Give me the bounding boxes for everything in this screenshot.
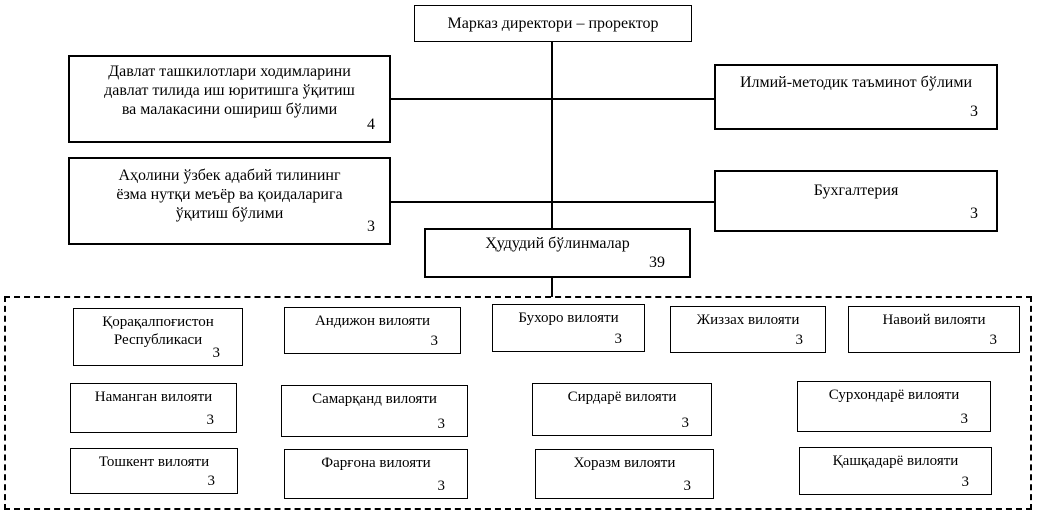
box-dept-scientific-methodical-count: 3 [970, 103, 978, 120]
box-region-navoi-label: Навоий вилояти [882, 312, 986, 328]
box-region-jizzakh: Жиззах вилояти 3 [670, 306, 826, 353]
box-region-karakalpakstan-line2: Республикаси [113, 332, 203, 348]
box-dept-accounting-label: Бухгалтерия [813, 182, 899, 199]
box-territorial-divisions-count: 39 [649, 254, 665, 271]
box-region-surkhandarya-label: Сурхондарё вилояти [828, 387, 960, 403]
box-region-kashkadarya-count: 3 [961, 474, 970, 490]
box-region-samarkand-label: Самарқанд вилояти [312, 391, 437, 407]
territorial-group-container [4, 296, 1032, 510]
box-region-bukhara-label: Бухоро вилояти [518, 310, 619, 326]
box-dept-literary-language-training-line3: ўқитиш бўлими [175, 205, 284, 222]
box-dept-state-org-training-line1: Давлат ташкилотлари ходимларини [108, 63, 351, 80]
box-dept-state-org-training-line2: давлат тилида иш юритишга ўқитиш [104, 82, 355, 99]
box-dept-literary-language-training-line2: ёзма нутқи меъёр ва қоидаларига [116, 186, 343, 203]
box-center-director: Марказ директори – проректор [414, 5, 692, 42]
box-region-tashkent: Тошкент вилояти 3 [70, 448, 238, 494]
box-dept-scientific-methodical-label: Илмий-методик таъминот бўлими [739, 74, 973, 91]
box-region-sirdarya: Сирдарё вилояти 3 [532, 383, 712, 436]
box-region-samarkand-count: 3 [437, 416, 446, 432]
box-region-navoi: Навоий вилояти 3 [848, 306, 1020, 353]
box-dept-state-org-training-line3: ва малакасини ошириш бўлими [121, 101, 338, 118]
box-region-surkhandarya-count: 3 [960, 411, 969, 427]
box-region-jizzakh-count: 3 [795, 332, 804, 348]
box-dept-literary-language-training: Аҳолини ўзбек адабий тилининг ёзма нутқи… [68, 157, 391, 245]
box-region-fergana: Фарғона вилояти 3 [284, 449, 468, 499]
box-region-andijan-label: Андижон вилояти [314, 313, 431, 329]
box-dept-literary-language-training-line1: Аҳолини ўзбек адабий тилининг [118, 167, 341, 184]
connector-row1-horizontal [391, 98, 714, 100]
connector-root-vertical [551, 42, 553, 228]
box-dept-accounting-count: 3 [970, 205, 978, 222]
box-region-bukhara: Бухоро вилояти 3 [492, 304, 645, 352]
box-region-namangan-label: Наманган вилояти [94, 389, 213, 405]
box-dept-state-org-training-count: 4 [367, 116, 375, 133]
box-region-namangan-count: 3 [206, 412, 215, 428]
box-dept-scientific-methodical: Илмий-методик таъминот бўлими 3 [714, 64, 998, 130]
box-region-kashkadarya-label: Қашқадарё вилояти [832, 453, 959, 469]
box-region-samarkand: Самарқанд вилояти 3 [281, 385, 468, 437]
box-region-kashkadarya: Қашқадарё вилояти 3 [799, 447, 992, 495]
connector-territorial-vertical [551, 278, 553, 297]
box-region-andijan: Андижон вилояти 3 [284, 307, 461, 354]
box-region-khorezm-count: 3 [683, 478, 692, 494]
box-region-fergana-label: Фарғона вилояти [321, 455, 431, 471]
box-dept-literary-language-training-count: 3 [367, 218, 375, 235]
box-dept-accounting: Бухгалтерия 3 [714, 170, 998, 232]
box-region-khorezm: Хоразм вилояти 3 [535, 449, 714, 499]
box-region-bukhara-count: 3 [614, 331, 623, 347]
box-dept-state-org-training: Давлат ташкилотлари ходимларини давлат т… [68, 55, 391, 143]
box-region-sirdarya-label: Сирдарё вилояти [567, 389, 677, 405]
box-region-navoi-count: 3 [989, 332, 998, 348]
box-region-sirdarya-count: 3 [681, 415, 690, 431]
box-region-karakalpakstan-line1: Қорақалпоғистон [102, 314, 214, 330]
box-region-khorezm-label: Хоразм вилояти [573, 455, 676, 471]
box-region-namangan: Наманган вилояти 3 [70, 383, 237, 433]
box-region-karakalpakstan-count: 3 [212, 345, 221, 361]
box-region-fergana-count: 3 [437, 478, 446, 494]
box-region-surkhandarya: Сурхондарё вилояти 3 [797, 381, 991, 432]
box-center-director-label: Марказ директори – проректор [447, 15, 659, 32]
box-region-jizzakh-label: Жиззах вилояти [696, 312, 800, 328]
box-region-andijan-count: 3 [430, 333, 439, 349]
box-territorial-divisions-label: Ҳудудий бўлинмалар [485, 235, 630, 252]
box-territorial-divisions: Ҳудудий бўлинмалар 39 [424, 228, 691, 278]
box-region-tashkent-count: 3 [207, 473, 216, 489]
box-region-tashkent-label: Тошкент вилояти [98, 454, 210, 470]
connector-row2-horizontal [391, 201, 714, 203]
box-region-karakalpakstan: Қорақалпоғистон Республикаси 3 [73, 308, 243, 366]
